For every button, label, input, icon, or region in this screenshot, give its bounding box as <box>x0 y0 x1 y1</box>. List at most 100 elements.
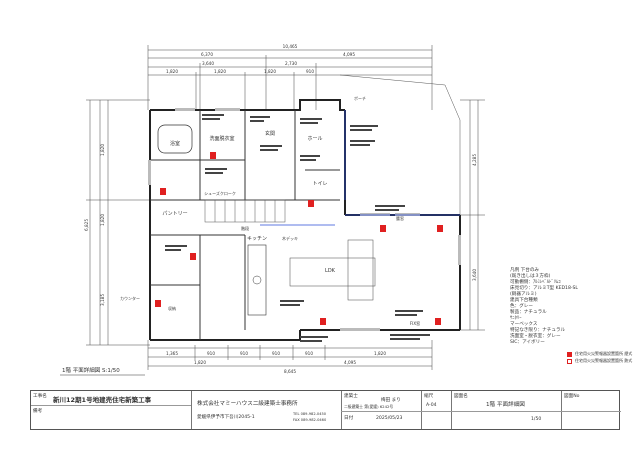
dim-right-2: 3,640 <box>472 269 477 281</box>
dim-bottom-8: 4,095 <box>344 360 356 365</box>
dim-bottom-6: 1,820 <box>374 351 386 356</box>
note-line: 特記なき限り：ナチュラル <box>510 328 566 333</box>
room-pantry: パントリー <box>162 211 187 217</box>
date-label: 日付 <box>344 416 354 421</box>
kitchen-counter <box>247 244 267 316</box>
room-kitchen: キッチン <box>247 236 267 242</box>
dim-bottom-1: 1,365 <box>166 351 178 356</box>
dim-left-1: 1,820 <box>100 144 105 156</box>
dimension-lines-bottom <box>147 340 433 370</box>
dimension-lines-top <box>147 45 433 110</box>
dining-table <box>289 257 376 287</box>
room-hall: ホール <box>307 136 322 142</box>
dim-left-total: 6,825 <box>84 219 89 231</box>
label-low-window: 腰窓 <box>396 215 404 221</box>
room-washroom: 洗面脱衣室 <box>209 135 234 142</box>
tb-divider <box>561 391 562 429</box>
dim-left-3: 3,185 <box>100 294 105 306</box>
legend-smoke-label: 住宅用火災警報器設置箇所 煙式 <box>575 351 633 356</box>
label-shoe-closet: シューズクローク <box>204 190 236 196</box>
project-label: 工事名 <box>33 394 47 399</box>
note-line: 洗面室・脱衣室：グレー <box>510 334 561 339</box>
tb-row-line <box>341 411 621 412</box>
note-line: マーベックス <box>510 322 538 327</box>
dimension-lines-left <box>86 99 150 346</box>
legend-heat-label: 住宅用火災警報器設置箇所 熱式 <box>575 358 633 363</box>
tb-row-line <box>31 405 191 406</box>
room-bath: 浴室 <box>170 140 180 147</box>
drawing-name: 1階 平面詳細図 <box>486 402 525 408</box>
exterior-walls <box>149 99 461 341</box>
windows <box>148 108 461 331</box>
dim-bottom-3: 910 <box>240 351 248 356</box>
note-line: 凡例 下台のみ <box>510 268 540 273</box>
dim-top-3: 3,640 <box>202 61 214 66</box>
scale-title: 1階 平面詳細図 S:1/50 <box>62 366 120 374</box>
dimension-lines-right <box>460 99 485 331</box>
company-name: 株式会社マミーハウス二級建築士事務所 <box>197 401 298 407</box>
dim-top-5: 1,820 <box>166 69 178 74</box>
company-tel: TEL 089-982-0450 <box>293 412 327 416</box>
company-address: 愛媛県伊予市下吾川2045-1 <box>197 415 255 420</box>
fire-alarm-markers <box>155 152 443 325</box>
dim-right-1: 4,285 <box>472 154 477 166</box>
note-line: ｻﾆﾀﾘｰ <box>510 316 522 321</box>
dim-bottom-4: 910 <box>272 351 280 356</box>
dim-top-6: 1,820 <box>214 69 226 74</box>
drawing-no-label: 図面No <box>564 394 580 399</box>
scale-value: 1/50 <box>531 417 542 422</box>
label-counter: カウンター <box>120 295 140 301</box>
note-line: 色：グレー <box>510 304 533 309</box>
title-block: 工事名 新川12期1号地建売住宅新築工事 備考 株式会社マミーハウス二級建築士事… <box>30 390 621 430</box>
company-fax: FAX 089-982-0460 <box>293 418 327 422</box>
room-entrance: 玄関 <box>265 130 275 137</box>
remarks-label: 備考 <box>33 409 43 414</box>
dim-bottom-5: 910 <box>305 351 313 356</box>
tb-divider <box>191 391 192 429</box>
dim-top-7: 1,820 <box>264 69 276 74</box>
dimension-text-vertical: 1,820 1,820 3,185 6,825 4,285 3,640 <box>84 144 477 306</box>
legend-heat-swatch <box>567 358 572 364</box>
dim-bottom-total: 8,645 <box>284 369 296 374</box>
alarm-legend: 住宅用火災警報器設置箇所 煙式 住宅用火災警報器設置箇所 熱式 <box>567 350 632 364</box>
room-toilet: トイレ <box>312 181 327 187</box>
dim-bottom-2: 910 <box>207 351 215 356</box>
dim-overall: 10,465 <box>283 44 298 49</box>
label-porch: ポーチ <box>354 95 366 101</box>
label-wood-deck: 木デッキ <box>282 235 298 241</box>
sink <box>252 275 262 285</box>
room-annotation-text-blocks <box>165 114 430 342</box>
dimension-text: 10,465 6,370 4,095 3,640 2,730 1,820 1,8… <box>166 44 386 374</box>
tb-divider <box>451 391 452 429</box>
scale-label: 縮尺 <box>424 394 434 399</box>
note-line: 可動棚側：ｱﾙﾐﾚﾍﾞﾙﾄﾞﾘﾑｺ <box>510 280 561 285</box>
legend-smoke-swatch <box>567 351 572 357</box>
designer-label: 建築士 <box>344 394 358 399</box>
tb-divider <box>341 391 342 429</box>
room-ldk: LDK <box>325 268 336 274</box>
note-line: (既き出しは３方枠) <box>510 274 551 279</box>
bathtub <box>157 124 193 154</box>
dim-bottom-7: 1,820 <box>194 360 206 365</box>
date-value: 2025/05/23 <box>376 416 403 421</box>
label-stairs: 階段 <box>241 225 249 231</box>
dim-top-8: 910 <box>306 69 314 74</box>
drawing-name-label: 図面名 <box>454 394 468 399</box>
note-line: SIC：アイボリー <box>510 340 545 345</box>
note-line: 製品：ナチュラル <box>510 310 547 315</box>
legend-item: 住宅用火災警報器設置箇所 煙式 <box>567 350 632 357</box>
dim-left-2: 1,820 <box>100 214 105 226</box>
legend-item: 住宅用火災警報器設置箇所 熱式 <box>567 357 632 364</box>
staircase <box>204 199 286 223</box>
dim-top-1: 6,370 <box>201 52 213 57</box>
label-storage: 収納 <box>168 305 176 311</box>
sofa <box>347 239 374 301</box>
label-fixed-window: FIX窓 <box>410 320 420 326</box>
note-line: 床見切り：アルミT型 KED18-SL <box>510 286 578 291</box>
blue-annotations <box>260 110 460 226</box>
designer-license: 二級建築士 第(愛媛) 6242号 <box>344 404 394 409</box>
sheet-size: A-04 <box>426 403 437 408</box>
architect-name: 梅田 まり <box>381 398 401 403</box>
